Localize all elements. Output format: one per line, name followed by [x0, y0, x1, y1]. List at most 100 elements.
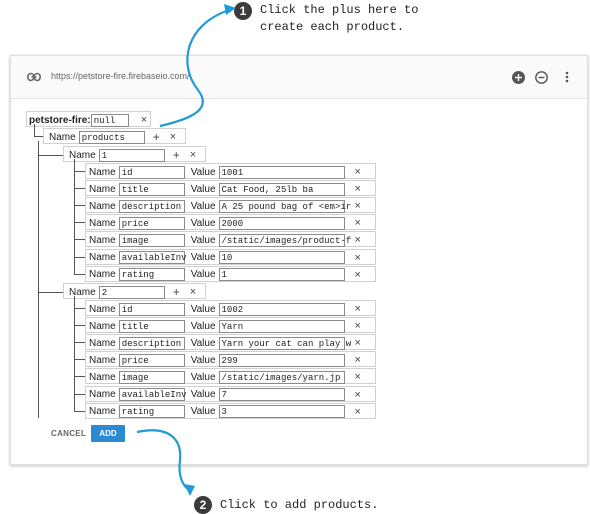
- more-vert-icon[interactable]: [559, 69, 575, 85]
- url-bar: https://petstore-fire.firebaseio.com/: [11, 56, 587, 99]
- tree-line-products: [38, 141, 39, 418]
- remove-root-icon[interactable]: ×: [140, 114, 148, 126]
- remove-field-icon[interactable]: ×: [354, 303, 361, 315]
- field-value-input[interactable]: 1002: [218, 302, 345, 316]
- field-name-label: Name: [89, 320, 116, 332]
- arrow-two-head: [184, 484, 195, 496]
- remove-item-2-icon[interactable]: ×: [189, 286, 197, 298]
- field-value-input[interactable]: 3: [218, 405, 345, 419]
- field-name-label: Name: [89, 234, 116, 246]
- tree-line-field-h: [74, 325, 85, 327]
- remove-field-icon[interactable]: ×: [354, 200, 361, 213]
- tree-line-field-h: [74, 359, 85, 361]
- field-value-input[interactable]: Yarn: [218, 319, 345, 333]
- item-key-field[interactable]: 1: [98, 148, 165, 162]
- url-text: https://petstore-fire.firebaseio.com/: [51, 71, 190, 81]
- root-value-field[interactable]: null: [90, 113, 129, 127]
- field-name-input[interactable]: price: [118, 216, 185, 230]
- field-value-input[interactable]: 10: [218, 251, 345, 264]
- tree-line-root-h: [34, 136, 43, 137]
- callout-two: 2 Click to add products.: [194, 496, 378, 514]
- field-value-label: Value: [190, 389, 216, 400]
- callout-two-badge: 2: [194, 496, 212, 514]
- field-value-input[interactable]: Cat Food, 25lb ba: [218, 182, 345, 196]
- field-2-6-outline: [85, 385, 376, 402]
- field-name-input[interactable]: image: [118, 233, 185, 247]
- field-value-input[interactable]: 1001: [218, 165, 345, 179]
- field-value-label: Value: [190, 200, 216, 212]
- field-name-input[interactable]: price: [118, 353, 185, 367]
- field-name-input[interactable]: id: [118, 165, 185, 179]
- field-name-input[interactable]: title: [118, 182, 185, 196]
- remove-field-icon[interactable]: ×: [354, 166, 361, 178]
- field-value-input[interactable]: 1: [218, 268, 345, 282]
- field-value-input[interactable]: 7: [218, 388, 345, 401]
- field-name-label: Name: [89, 406, 116, 418]
- add-button[interactable]: ADD: [91, 425, 125, 442]
- root-row: petstore-fire:null×: [29, 113, 147, 127]
- field-1-1-outline: [85, 163, 376, 179]
- field-name-input[interactable]: title: [118, 319, 185, 333]
- field-2-4-outline: [85, 351, 376, 368]
- remove-item-1-icon[interactable]: ×: [189, 149, 197, 161]
- field-value-input[interactable]: 299: [218, 353, 345, 367]
- item-1-outline: [63, 146, 206, 162]
- remove-field-icon[interactable]: ×: [354, 371, 361, 384]
- field-name-input[interactable]: image: [118, 370, 185, 384]
- remove-field-icon[interactable]: ×: [354, 251, 361, 264]
- remove-field-icon[interactable]: ×: [354, 388, 361, 401]
- remove-products-icon[interactable]: ×: [169, 131, 177, 143]
- field-value-input[interactable]: A 25 pound bag of <em>ir: [218, 199, 351, 213]
- item-2-outline: [63, 283, 206, 299]
- field-name-input[interactable]: id: [118, 302, 185, 316]
- field-name-input[interactable]: availableInv: [118, 388, 187, 401]
- field-name-input[interactable]: rating: [118, 405, 185, 419]
- field-name-input[interactable]: description: [118, 336, 185, 350]
- field-2-1-outline: [85, 300, 376, 316]
- item-key-field[interactable]: 2: [98, 285, 165, 299]
- add-child-item-1-icon[interactable]: +: [172, 148, 180, 162]
- remove-circle-icon[interactable]: [533, 69, 549, 85]
- remove-field-icon[interactable]: ×: [354, 337, 361, 350]
- field-value-label: Value: [190, 252, 216, 263]
- add-child-products-icon[interactable]: +: [152, 130, 160, 144]
- remove-field-icon[interactable]: ×: [354, 268, 361, 281]
- remove-field-icon[interactable]: ×: [354, 405, 361, 418]
- field-value-input[interactable]: 2000: [218, 216, 345, 230]
- field-1-7-outline: [85, 265, 376, 282]
- tree-line-field-h: [74, 222, 85, 224]
- tree-line-item-1-h: [38, 155, 63, 156]
- root-row-outline: [26, 111, 151, 127]
- remove-field-icon[interactable]: ×: [354, 354, 361, 367]
- item-name-label: Name: [69, 149, 96, 161]
- field-value-input[interactable]: Yarn your cat can play w: [218, 336, 351, 350]
- remove-field-icon[interactable]: ×: [354, 234, 361, 247]
- field-name-input[interactable]: availableInv: [118, 251, 187, 264]
- field-value-input[interactable]: /static/images/yarn.jp: [218, 370, 345, 384]
- add-circle-icon[interactable]: [510, 69, 526, 85]
- remove-field-icon[interactable]: ×: [354, 320, 361, 333]
- field-name-input[interactable]: description: [118, 199, 185, 213]
- field-name-input[interactable]: rating: [118, 268, 185, 282]
- remove-field-icon[interactable]: ×: [354, 217, 361, 230]
- products-key-field[interactable]: products: [78, 130, 145, 144]
- field-value-input[interactable]: /static/images/product-f: [218, 233, 351, 247]
- field-name-label: Name: [89, 200, 116, 212]
- tree-line-field-h: [74, 273, 85, 275]
- remove-field-icon[interactable]: ×: [354, 183, 361, 196]
- tree-line-field-h: [74, 410, 85, 412]
- field-value-label: Value: [190, 166, 216, 178]
- cancel-button[interactable]: CANCEL: [51, 429, 87, 438]
- field-name-label: Name: [89, 354, 116, 366]
- add-child-item-2-icon[interactable]: +: [172, 285, 180, 299]
